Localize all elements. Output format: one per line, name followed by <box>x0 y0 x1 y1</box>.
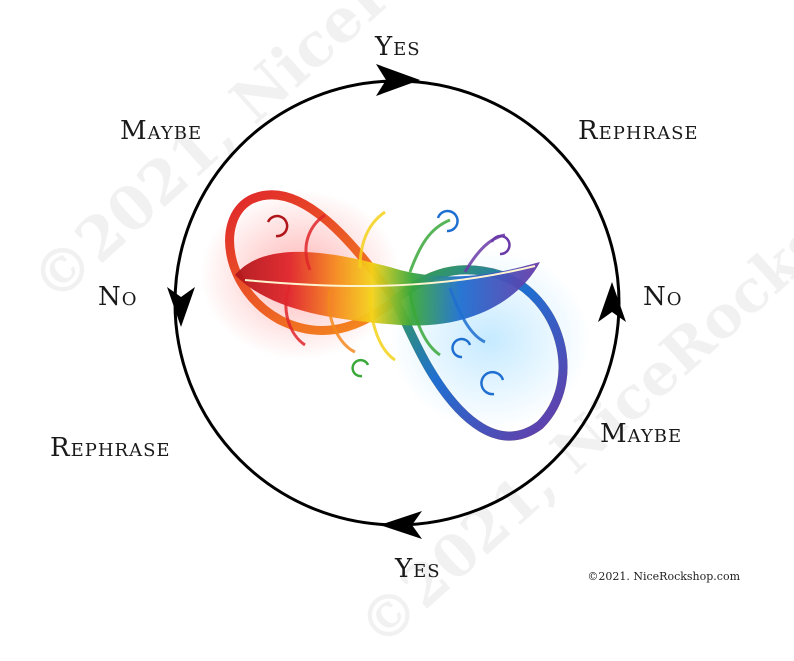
arrow-right-icon <box>598 282 626 322</box>
label-right-no: No <box>643 282 683 312</box>
diagram-svg <box>167 64 626 539</box>
label-top-right-rephrase: Rephrase <box>578 116 699 146</box>
label-left-no: No <box>98 282 138 312</box>
arrow-bottom-icon <box>380 511 422 539</box>
label-bottom-right-maybe: Maybe <box>600 419 683 449</box>
arrow-top-icon <box>376 64 420 96</box>
label-top-left-maybe: Maybe <box>120 116 203 146</box>
label-bottom-yes: Yes <box>395 554 441 584</box>
copyright-text: ©2021. NiceRockshop.com <box>587 570 740 583</box>
label-top-yes: Yes <box>375 32 421 62</box>
arrow-left-icon <box>167 287 195 327</box>
pendulum-chart: ©2021, NiceRockshop.com ©2021, NiceRocks… <box>18 0 794 661</box>
rainbow-infinity-feather-icon <box>200 190 590 441</box>
label-bottom-left-rephrase: Rephrase <box>50 433 171 463</box>
